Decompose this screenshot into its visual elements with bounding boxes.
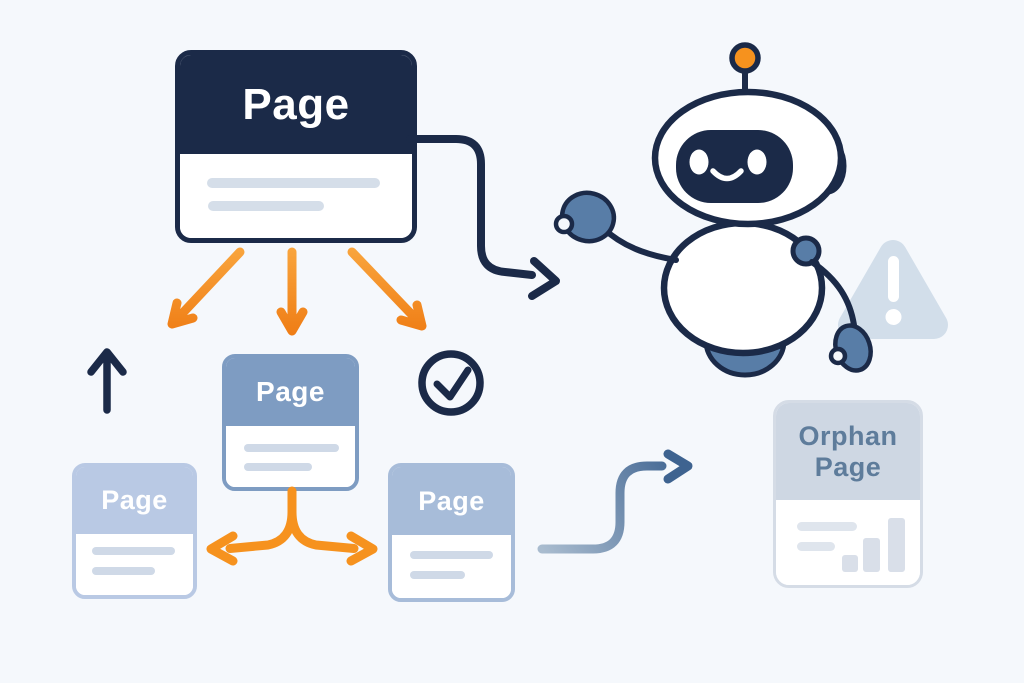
up-arrow-icon bbox=[87, 348, 127, 414]
parent-page-card-header: Page bbox=[180, 55, 412, 154]
robot-eye-left bbox=[689, 149, 709, 175]
child-page-card-middle-body bbox=[226, 426, 355, 487]
child-page-card-middle: Page bbox=[222, 354, 359, 491]
robot-eye-right bbox=[747, 149, 767, 175]
robot-left-arm bbox=[600, 225, 679, 263]
child-page-card-left-title: Page bbox=[101, 485, 168, 515]
robot-body bbox=[660, 219, 826, 357]
child-page-card-right: Page bbox=[388, 463, 515, 602]
text-placeholder-line bbox=[92, 547, 175, 555]
warning-triangle-shape bbox=[838, 240, 948, 339]
check-circle-icon bbox=[418, 350, 484, 416]
orphan-path-arrowhead bbox=[663, 449, 693, 484]
orphan-page-card-title-line2: Page bbox=[814, 451, 882, 482]
bidirectional-link-arrow-icon bbox=[206, 486, 378, 566]
robot-left-hand bbox=[553, 190, 617, 244]
orphan-page-card: Orphan Page bbox=[773, 400, 923, 588]
text-placeholder-line bbox=[410, 551, 493, 559]
robot-antenna-ball bbox=[729, 42, 761, 74]
robot-head bbox=[651, 88, 845, 228]
child-page-card-middle-title: Page bbox=[256, 376, 325, 407]
robot-base bbox=[703, 338, 787, 378]
robot-mascot bbox=[553, 42, 873, 378]
child-page-card-left-body bbox=[76, 534, 193, 595]
text-placeholder-line bbox=[244, 463, 312, 471]
child-page-card-middle-header: Page bbox=[226, 358, 355, 426]
text-placeholder-line bbox=[244, 444, 339, 452]
child-page-card-right-title: Page bbox=[418, 485, 485, 516]
orphan-path-arrow-icon bbox=[537, 449, 693, 554]
bar-chart-bar bbox=[888, 518, 905, 572]
child-page-card-left: Page bbox=[72, 463, 197, 599]
bar-chart-bar bbox=[863, 538, 880, 572]
robot-face-screen bbox=[676, 130, 793, 203]
text-placeholder-line bbox=[410, 571, 465, 579]
warning-exclamation-bar bbox=[888, 256, 899, 302]
orphan-page-card-body bbox=[776, 500, 920, 585]
down-link-arrow-middle bbox=[276, 247, 308, 336]
down-link-arrows-icon bbox=[167, 247, 427, 336]
text-placeholder-line bbox=[207, 178, 380, 188]
robot-shoulder bbox=[790, 235, 822, 267]
warning-triangle-icon bbox=[838, 240, 948, 339]
check-mark bbox=[433, 366, 472, 401]
robot-right-hand bbox=[828, 323, 873, 373]
parent-page-card-body bbox=[180, 154, 412, 238]
parent-page-card-title: Page bbox=[242, 79, 350, 129]
warning-exclamation-dot bbox=[885, 309, 902, 325]
text-placeholder-line bbox=[208, 201, 324, 211]
bar-chart-bar bbox=[842, 555, 858, 572]
robot-smile bbox=[710, 168, 744, 182]
orphan-path-curve bbox=[537, 461, 667, 554]
orphan-page-card-title-line1: Orphan bbox=[798, 420, 898, 451]
text-placeholder-line bbox=[92, 567, 155, 575]
down-link-arrow-right bbox=[347, 247, 427, 331]
check-circle-ring bbox=[418, 350, 484, 416]
crawl-path-arrow-icon bbox=[406, 135, 560, 300]
text-placeholder-line bbox=[797, 542, 835, 551]
child-page-card-right-header: Page bbox=[392, 467, 511, 535]
robot-right-arm bbox=[809, 259, 857, 328]
parent-page-card: Page bbox=[175, 50, 417, 243]
text-placeholder-line bbox=[797, 522, 857, 531]
orphan-page-card-header: Orphan Page bbox=[776, 403, 920, 500]
down-link-arrow-left bbox=[167, 247, 245, 329]
child-page-card-right-body bbox=[392, 535, 511, 598]
robot-ear bbox=[807, 137, 847, 195]
child-page-card-left-header: Page bbox=[76, 467, 193, 534]
